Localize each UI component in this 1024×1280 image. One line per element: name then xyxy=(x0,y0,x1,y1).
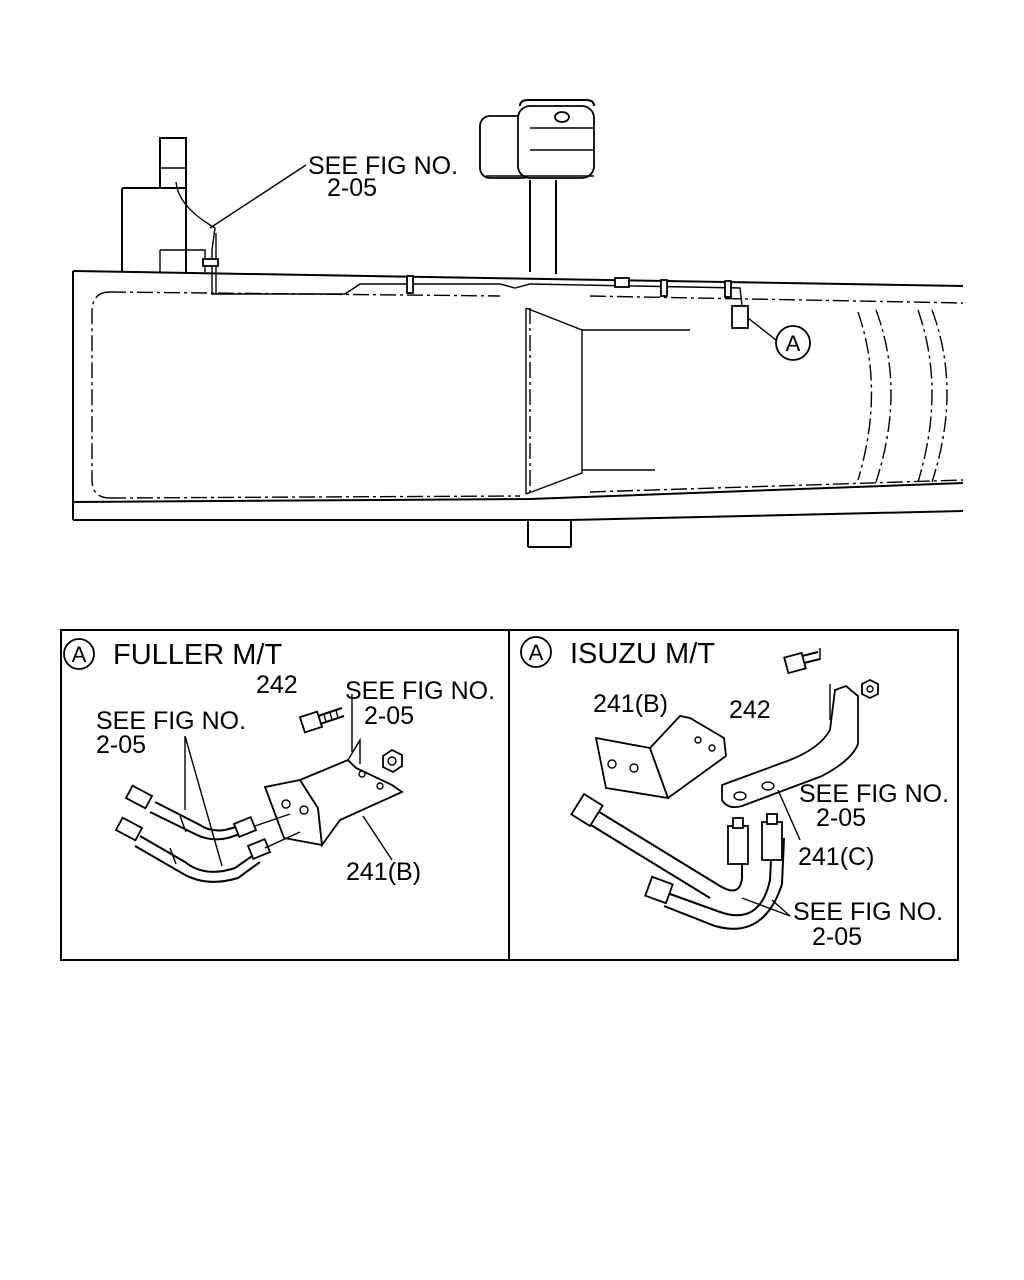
isuzu-hose-assembly-icon xyxy=(570,792,785,930)
see-fig-number: 2-05 xyxy=(327,174,377,202)
callout-a-circle xyxy=(775,325,811,361)
see-fig-overview: SEE FIG NO. 2-05 xyxy=(308,152,458,202)
transmission-column xyxy=(525,180,690,548)
nut-icon xyxy=(382,748,403,774)
see-fig-label: SEE FIG NO. xyxy=(308,152,458,180)
chassis-overview: SEE FIG NO. 2-05 A xyxy=(72,99,964,548)
fuller-part-241b: 241(B) xyxy=(346,858,421,886)
fuller-part-242: 242 xyxy=(256,671,298,699)
fuller-see-fig-right-number: 2-05 xyxy=(364,702,414,730)
callout-a-leader xyxy=(747,317,777,341)
fuller-title: FULLER M/T xyxy=(113,639,282,671)
bracket-241b-icon xyxy=(263,737,404,848)
isuzu-see-fig-upper-label: SEE FIG NO. xyxy=(799,780,949,808)
fuller-callout-circle xyxy=(63,638,95,670)
fuller-see-fig-left-number: 2-05 xyxy=(96,731,146,759)
isuzu-see-fig-lower-number: 2-05 xyxy=(812,923,862,951)
isuzu-nut-icon xyxy=(861,678,879,700)
isuzu-part-242: 242 xyxy=(729,696,771,724)
hose-assembly-icon xyxy=(114,784,272,883)
isuzu-leaders xyxy=(741,648,821,917)
callout-a-letter: A xyxy=(786,331,801,356)
air-canister xyxy=(479,99,595,179)
see-fig-leader xyxy=(209,164,307,229)
detail-fuller: A FULLER M/T 242 SEE FIG NO. 2-05 SEE FI… xyxy=(63,638,495,886)
isuzu-bracket-241b-icon xyxy=(594,715,727,800)
isuzu-part-241c: 241(C) xyxy=(798,843,874,871)
fuller-leaders xyxy=(184,694,393,867)
fuller-see-fig-left-label: SEE FIG NO. xyxy=(96,707,246,735)
isuzu-callout-letter: A xyxy=(529,640,544,665)
isuzu-part-241b: 241(B) xyxy=(593,690,668,718)
isuzu-callout-circle xyxy=(520,636,552,668)
fuller-callout-letter: A xyxy=(72,642,87,667)
isuzu-bolt-242-icon xyxy=(783,651,821,675)
isuzu-title: ISUZU M/T xyxy=(570,638,715,670)
bolt-242-icon xyxy=(298,707,345,734)
isuzu-bracket-241c-icon xyxy=(721,684,859,809)
cab-bracket xyxy=(121,137,206,272)
detail-isuzu: A ISUZU M/T 241(B) 242 SEE FIG NO. 2-05 … xyxy=(520,636,949,951)
fuller-see-fig-right-label: SEE FIG NO. xyxy=(345,677,495,705)
isuzu-see-fig-upper-number: 2-05 xyxy=(816,804,866,832)
isuzu-see-fig-lower-label: SEE FIG NO. xyxy=(793,898,943,926)
frame-rail xyxy=(72,270,964,521)
air-line xyxy=(175,181,749,329)
